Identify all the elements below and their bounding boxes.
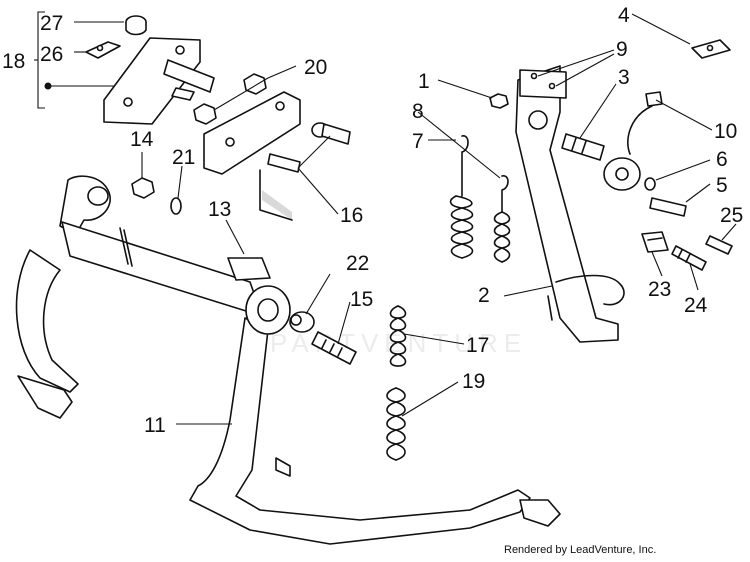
callout-6: 6	[716, 148, 728, 171]
side-stand-2	[515, 65, 625, 343]
callout-7: 7	[412, 130, 424, 153]
callout-17: 17	[466, 334, 489, 357]
callout-1: 1	[418, 70, 430, 93]
callout-5: 5	[716, 174, 728, 197]
switch-10	[603, 91, 663, 191]
screw-24	[671, 245, 707, 271]
spring-8	[493, 175, 511, 263]
bolt-16	[267, 122, 351, 173]
callout-16: 16	[340, 204, 363, 227]
clip-4	[691, 39, 731, 59]
nut-14	[131, 177, 155, 199]
callout-9: 9	[616, 38, 628, 61]
washer-6	[644, 177, 656, 191]
callout-4: 4	[618, 4, 630, 27]
callout-21: 21	[172, 146, 195, 169]
spring-7	[449, 135, 474, 259]
callout-27: 27	[40, 12, 63, 35]
callout-10: 10	[714, 120, 737, 143]
callout-18: 18	[2, 50, 25, 73]
nut-1	[489, 93, 509, 109]
leader-lines	[34, 11, 737, 425]
clip-26	[85, 41, 121, 59]
callout-20: 20	[304, 56, 327, 79]
spacer-22	[289, 311, 315, 333]
screw-25	[705, 235, 733, 255]
spring-19	[386, 387, 406, 461]
callout-13: 13	[208, 198, 231, 221]
center-stand-11	[15, 175, 561, 545]
callout-11: 11	[144, 414, 166, 437]
callout-24: 24	[684, 294, 708, 317]
clip-23	[641, 231, 669, 253]
nut-27	[125, 15, 147, 36]
callout-3: 3	[618, 66, 630, 89]
bolt-15	[311, 331, 357, 365]
callout-15: 15	[350, 288, 373, 311]
plate-18	[103, 37, 215, 125]
callout-26: 26	[40, 43, 63, 66]
bolt-3	[561, 133, 605, 161]
callout-numbers: 27 26 18 20 14 21 13 16 22 15 17 19 11 1…	[2, 4, 743, 437]
bracket-9	[519, 69, 567, 99]
callout-14: 14	[130, 128, 154, 151]
callout-22: 22	[346, 252, 369, 275]
plate-16	[203, 91, 301, 221]
callout-8: 8	[412, 100, 424, 123]
washer-21	[170, 197, 182, 215]
callout-2: 2	[478, 284, 490, 307]
credit-text: Rendered by LeadVenture, Inc.	[504, 544, 656, 556]
screw-5	[649, 197, 687, 217]
callout-25: 25	[720, 204, 743, 227]
callout-19: 19	[462, 370, 485, 393]
callout-23: 23	[648, 278, 671, 301]
spring-17	[389, 305, 407, 367]
